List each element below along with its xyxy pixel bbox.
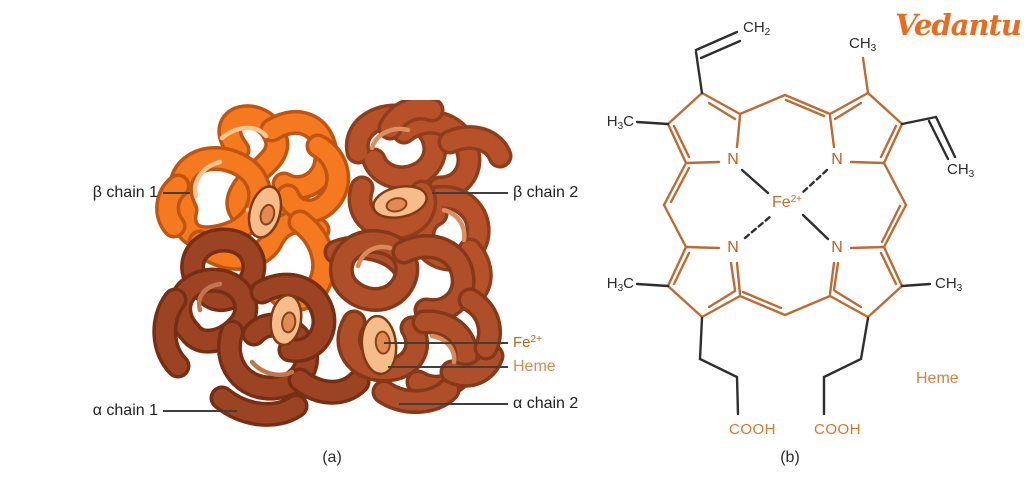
beta-chain-2-leader-line [432,192,508,194]
alpha-chain-2-label: α chain 2 [513,395,579,412]
hemoglobin-illustration [152,100,513,427]
cooh-left-label: COOH [729,421,776,438]
fe-label-panel-a: Fe2+ [513,334,542,351]
heme-disc-alpha1 [269,293,303,347]
methyl-bottom-left-label: H3C [606,275,634,294]
methyl-bottom-right-label: CH3 [935,275,963,294]
vinyl-ch2-label: CH2 [743,19,771,38]
beta-chain-2-label: β chain 2 [513,184,579,201]
nitrogen-top-left: N [727,151,739,168]
vedantu-logo: Vedantu [895,8,1022,42]
heme-disc-beta2 [372,185,428,219]
beta-chain-1-label: β chain 1 [92,184,158,201]
nitrogen-top-right: N [831,151,843,168]
beta-chain-1-leader-line [163,192,190,194]
heme-label-panel-a: Heme [513,358,556,375]
fe-center-label: Fe2+ [771,194,803,211]
alpha-chain-1-label: α chain 1 [92,402,158,419]
heme-leader-line [388,366,508,368]
heme-structure-drawing [635,30,957,416]
panel-a-caption: (a) [322,449,342,466]
heme-label-panel-b: Heme [916,370,959,387]
alpha-chain-1-leader-line [163,410,237,412]
nitrogen-bottom-left: N [727,239,739,256]
fe-coordination-bonds [740,168,830,241]
methyl-top-left-label: H3C [606,113,634,132]
heme-disc-beta1 [247,185,283,239]
cooh-right-label: COOH [814,421,861,438]
methyl-top-label: CH3 [849,35,877,54]
fe-leader-line [384,342,508,344]
panel-b-caption: (b) [780,449,800,466]
vinyl-right-ch3-label: CH3 [947,161,975,180]
beta-chain-1-blob [155,104,351,313]
alpha-chain-2-leader-line [399,403,508,405]
heme-disc-alpha2 [360,314,398,376]
nitrogen-bottom-right: N [831,239,843,256]
substituent-bonds [635,30,957,416]
porphyrin-ring-bonds [662,56,908,319]
